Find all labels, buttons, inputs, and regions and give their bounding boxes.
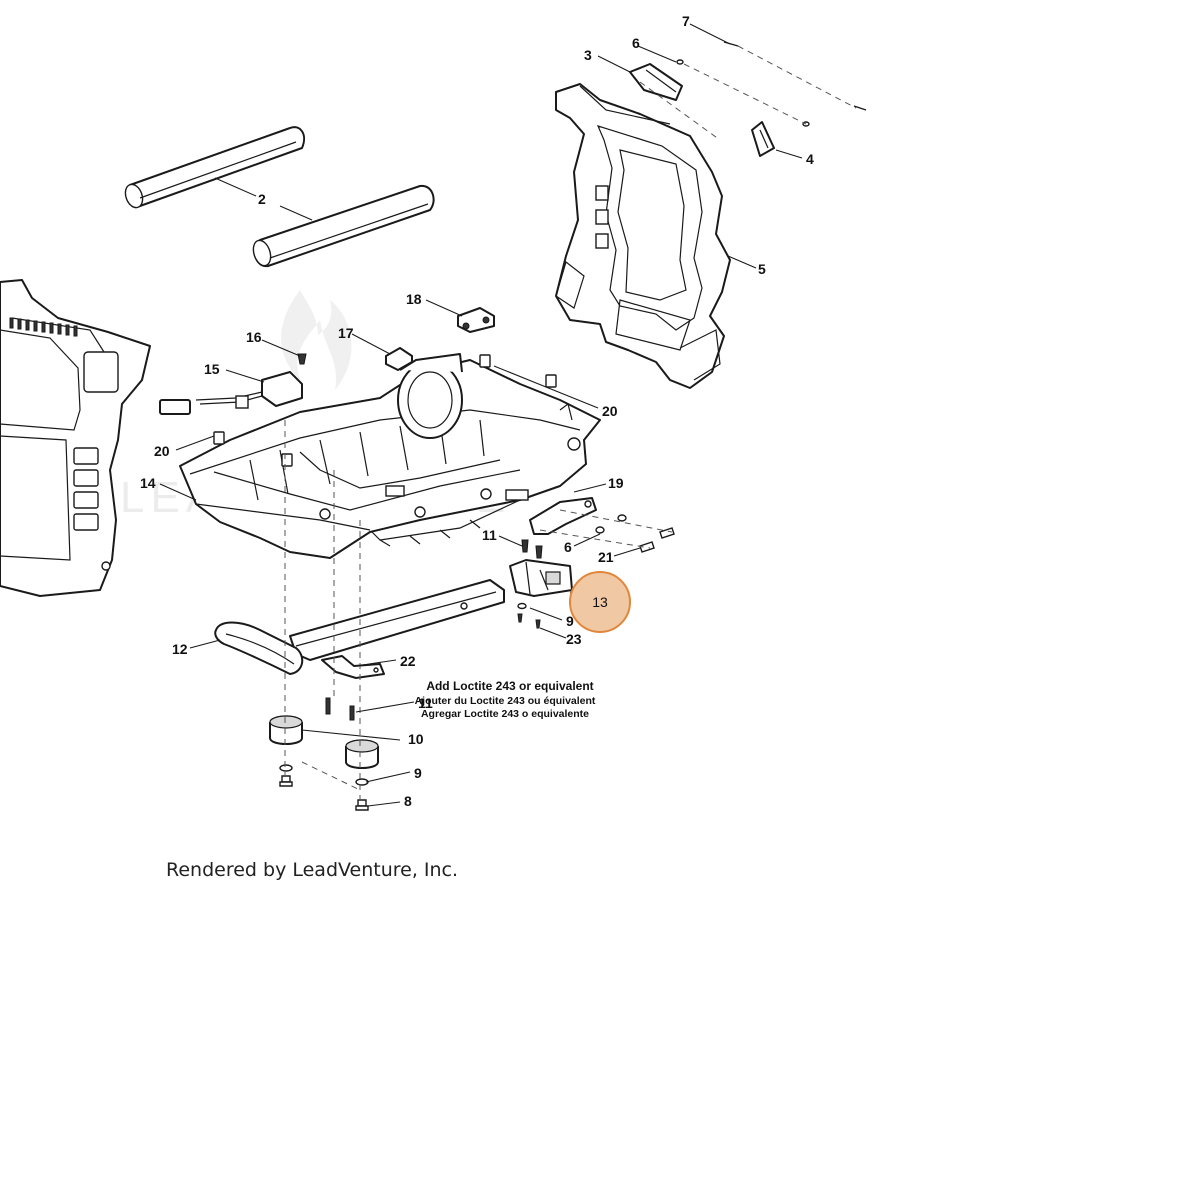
screw-part-23-a bbox=[517, 613, 523, 623]
rubber-foot-left bbox=[269, 715, 303, 745]
callout-label: 14 bbox=[140, 475, 156, 491]
callout-label: 17 bbox=[338, 325, 354, 341]
clip-part-3 bbox=[629, 63, 683, 101]
callout-label: 6 bbox=[632, 35, 640, 51]
clip-nuts-part-20 bbox=[213, 354, 557, 467]
callout-label: 16 bbox=[246, 329, 262, 345]
callout-label: 20 bbox=[602, 403, 618, 419]
handle-tube-lower bbox=[252, 184, 435, 268]
washer-part-9-left bbox=[279, 764, 293, 772]
render-credit: Rendered by LeadVenture, Inc. bbox=[166, 859, 458, 881]
highlighted-callout-13[interactable]: 13 bbox=[569, 571, 631, 633]
side-frame-right bbox=[555, 83, 731, 389]
callout-label: 21 bbox=[598, 549, 614, 565]
callout-label: 19 bbox=[608, 475, 624, 491]
handle-bar-part-12 bbox=[214, 579, 505, 675]
callout-label: 10 bbox=[408, 731, 424, 747]
hardware-right bbox=[595, 514, 675, 553]
callout-label: 20 bbox=[154, 443, 170, 459]
bolt-part-8-left bbox=[279, 775, 293, 787]
switch-harness-part-15 bbox=[159, 371, 303, 415]
plate-part-22 bbox=[321, 655, 385, 679]
screw-part-16 bbox=[297, 353, 307, 365]
screws-part-11-lower bbox=[325, 697, 355, 721]
callout-label: 7 bbox=[682, 13, 690, 29]
callout-label: 2 bbox=[258, 191, 266, 207]
callout-label: 18 bbox=[406, 291, 422, 307]
callout-label: 15 bbox=[204, 361, 220, 377]
highlight-circle[interactable] bbox=[570, 572, 630, 632]
washer-part-6-top bbox=[676, 59, 684, 65]
callout-label: 11 bbox=[482, 527, 497, 543]
clip-part-4 bbox=[751, 121, 775, 157]
bracket-part-19 bbox=[529, 497, 597, 535]
highlight-ring bbox=[569, 571, 631, 633]
callout-label: 12 bbox=[172, 641, 188, 657]
screws-part-11-upper bbox=[521, 539, 543, 559]
callout-label: 4 bbox=[806, 151, 814, 167]
callout-label: 6 bbox=[564, 539, 572, 555]
bracket-part-18 bbox=[457, 307, 495, 333]
callout-label: 11 bbox=[418, 695, 433, 711]
callout-label: 3 bbox=[584, 47, 592, 63]
screw-part-23-b bbox=[535, 619, 541, 629]
loctite-note: Add Loctite 243 or equivalent Ajouter du… bbox=[415, 679, 596, 720]
note-line-fr: Ajouter du Loctite 243 ou équivalent bbox=[415, 695, 596, 707]
rubber-foot-right bbox=[345, 739, 379, 769]
washer-part-9-upper bbox=[517, 602, 527, 610]
callout-label: 23 bbox=[566, 631, 582, 647]
callout-label: 22 bbox=[400, 653, 416, 669]
callout-label: 5 bbox=[758, 261, 766, 277]
bolt-part-8-right bbox=[355, 799, 369, 811]
latch-block-part-13 bbox=[509, 559, 573, 597]
screw-part-7-right bbox=[853, 105, 867, 111]
highlight-label[interactable]: 13 bbox=[592, 594, 608, 610]
leader-lines bbox=[159, 23, 803, 807]
callout-label: 9 bbox=[414, 765, 422, 781]
note-line-en: Add Loctite 243 or equivalent bbox=[426, 679, 593, 693]
left-frame-part bbox=[0, 279, 151, 597]
note-line-es: Agregar Loctite 243 o equivalente bbox=[421, 708, 589, 720]
callout-label: 8 bbox=[404, 793, 412, 809]
callout-label: 9 bbox=[566, 613, 574, 629]
handle-tube-upper bbox=[124, 126, 306, 209]
callout-labels: 2 3 4 5 6 6 7 8 9 9 10 11 11 12 14 15 16… bbox=[140, 13, 814, 809]
bracket-part-17 bbox=[385, 347, 413, 371]
